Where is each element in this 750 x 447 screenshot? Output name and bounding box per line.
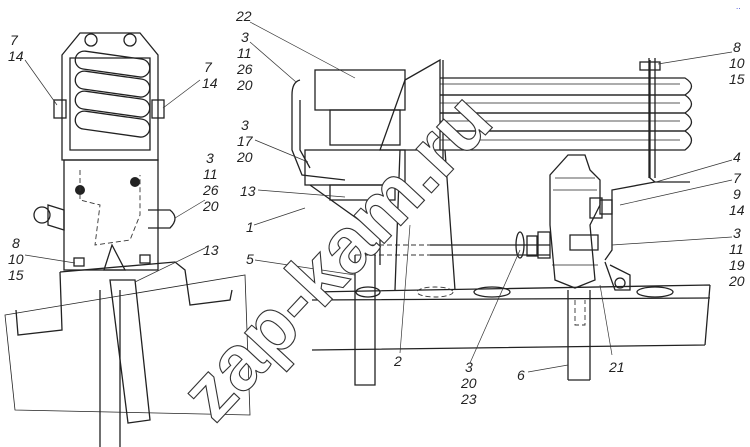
callout-21: 21 <box>608 359 625 375</box>
callout-6: 6 <box>517 367 525 383</box>
cooler-tubes <box>440 77 693 151</box>
callout-13: 13 <box>240 183 256 199</box>
callout-5: 5 <box>246 251 254 267</box>
callout-left-bottom-right: 13 <box>203 242 219 258</box>
valve-body <box>549 154 613 289</box>
callout-4: 4 <box>733 149 741 165</box>
corner-mark: .. <box>736 2 740 11</box>
main-side-view <box>291 58 711 386</box>
left-end-view <box>4 32 251 447</box>
callout-22: 22 <box>235 8 252 24</box>
leader-lines <box>24 21 733 373</box>
callout-1: 1 <box>246 219 254 235</box>
callout-2: 2 <box>393 353 402 369</box>
